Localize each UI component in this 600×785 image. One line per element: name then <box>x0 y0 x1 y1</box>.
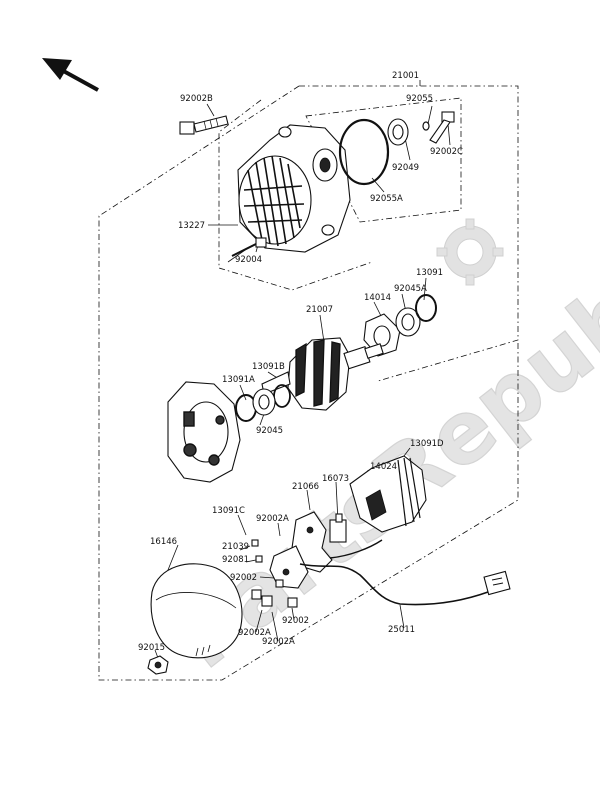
alternator-cover-part <box>237 124 351 253</box>
nut-92015-part <box>147 655 169 675</box>
regulator-14024-part <box>349 455 427 533</box>
label-92002-2: 92002 <box>282 616 309 626</box>
bearing-92049-part <box>387 118 409 146</box>
front-housing-part <box>167 381 241 483</box>
label-21039: 21039 <box>222 542 249 552</box>
ring-13091b-part <box>273 384 291 408</box>
wire-harness-25011-part <box>299 539 511 606</box>
label-92002c: 92002C <box>430 147 463 157</box>
label-92049: 92049 <box>392 163 419 173</box>
small-bolts-part <box>251 539 298 608</box>
label-13091b: 13091B <box>252 362 285 372</box>
label-14014: 14014 <box>364 293 391 303</box>
label-13091c: 13091C <box>212 506 245 516</box>
label-92002-1: 92002 <box>230 573 257 583</box>
label-21066: 21066 <box>292 482 319 492</box>
rear-cap-16146-part <box>150 563 243 659</box>
label-92055a: 92055A <box>370 194 403 204</box>
label-16146: 16146 <box>150 537 177 547</box>
label-25011: 25011 <box>388 625 415 635</box>
circlip-92055-part <box>422 121 430 131</box>
label-92015: 92015 <box>138 643 165 653</box>
bearing-92045-part <box>252 388 276 416</box>
bolt-92002b-part <box>179 115 229 135</box>
ring-13091-part <box>415 294 437 322</box>
label-13091a: 13091A <box>222 375 255 385</box>
label-92081: 92081 <box>222 555 249 565</box>
label-21001: 21001 <box>392 71 419 81</box>
label-92002a-3: 92002A <box>262 637 295 647</box>
label-13227: 13227 <box>178 221 205 231</box>
part-labels: 21001 92002B 92055 92002C 92049 92055A 1… <box>138 71 463 653</box>
label-16073: 16073 <box>322 474 349 484</box>
gear-logo-icon <box>436 218 504 286</box>
bolt-92002c-part <box>429 111 455 144</box>
label-13091: 13091 <box>416 268 443 278</box>
brush-16073-part <box>329 513 347 543</box>
label-21007: 21007 <box>306 305 333 315</box>
rotor-21007-part <box>261 337 384 411</box>
label-13091d: 13091D <box>410 439 444 449</box>
label-92002b: 92002B <box>180 94 213 104</box>
front-direction-arrow-icon <box>42 58 99 92</box>
diode-21039-part <box>269 545 309 589</box>
bearing-92045a-part <box>395 307 421 337</box>
bolt-92004-part <box>231 237 267 257</box>
label-92004: 92004 <box>235 255 262 265</box>
label-92002a-2: 92002A <box>238 628 271 638</box>
o-ring-92055a-part <box>338 118 390 186</box>
label-92045a: 92045A <box>394 284 427 294</box>
label-92045: 92045 <box>256 426 283 436</box>
label-92055: 92055 <box>406 94 433 104</box>
label-92002a-1: 92002A <box>256 514 289 524</box>
label-14024: 14024 <box>370 462 397 472</box>
